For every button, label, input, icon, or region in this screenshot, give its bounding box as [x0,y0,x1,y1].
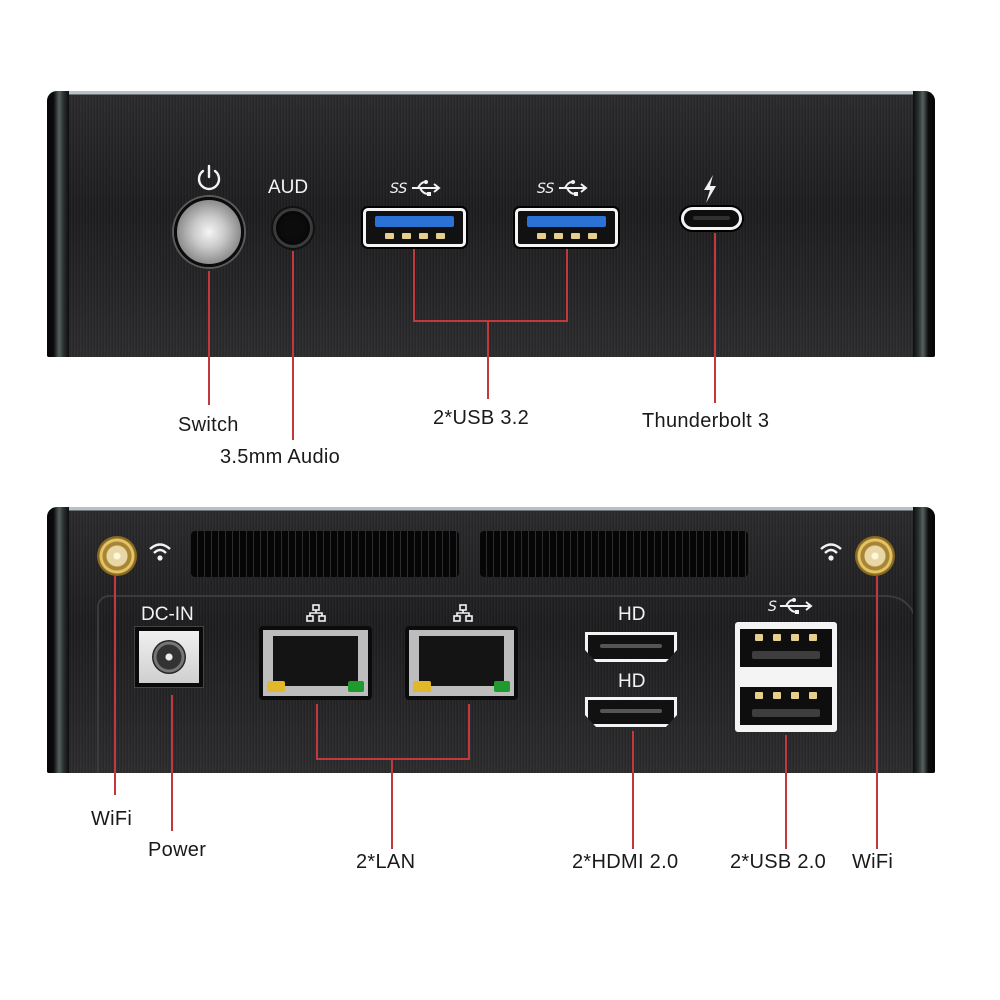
lan-port-1[interactable] [259,626,372,700]
wifi-antenna-right[interactable] [855,536,895,576]
power-icon [195,164,223,192]
callout-usb32: 2*USB 3.2 [433,407,530,429]
usb-superspeed-icon: SS [390,178,442,198]
callout-switch: Switch [178,414,239,436]
callout-hdmi: 2*HDMI 2.0 [572,851,679,873]
usb-2-port-2[interactable] [736,683,836,729]
callout-thunderbolt: Thunderbolt 3 [642,410,770,432]
vent-left [191,531,459,577]
hdmi-port-2[interactable] [585,697,677,727]
network-icon [453,604,473,622]
svg-text:S: S [768,599,777,615]
callout-lan: 2*LAN [356,851,416,873]
audio-port-label: AUD [268,177,309,198]
wifi-icon [148,541,172,563]
vent-right [480,531,748,577]
callout-audio: 3.5mm Audio [220,446,341,468]
front-panel: AUD SS SS [47,91,935,357]
usb-icon: S [768,597,814,615]
hdmi-label-bottom: HD [618,671,646,692]
back-panel: DC-IN HD HD S [47,507,935,773]
callout-wifi-left: WiFi [91,808,133,830]
callout-power: Power [148,839,207,861]
power-button[interactable] [174,197,244,267]
wifi-antenna-left[interactable] [97,536,137,576]
lan-port-2[interactable] [405,626,518,700]
usb-3-port-2[interactable] [515,208,618,247]
dc-in-port[interactable] [135,627,203,687]
callout-wifi-right: WiFi [852,851,894,873]
usb-2-stack [735,622,837,732]
svg-text:SS: SS [537,181,554,197]
network-icon [306,604,326,622]
usb-2-port-1[interactable] [736,625,836,671]
thunderbolt-usb-c-port[interactable] [681,207,742,230]
hdmi-port-1[interactable] [585,632,677,662]
audio-jack[interactable] [273,208,313,248]
wifi-icon [819,541,843,563]
thunderbolt-bolt-icon [701,174,719,204]
usb-3-port-1[interactable] [363,208,466,247]
callout-usb20: 2*USB 2.0 [730,851,827,873]
svg-text:SS: SS [390,181,407,197]
hdmi-label-top: HD [618,604,646,625]
dc-in-label: DC-IN [141,604,194,625]
usb-superspeed-icon: SS [537,178,589,198]
